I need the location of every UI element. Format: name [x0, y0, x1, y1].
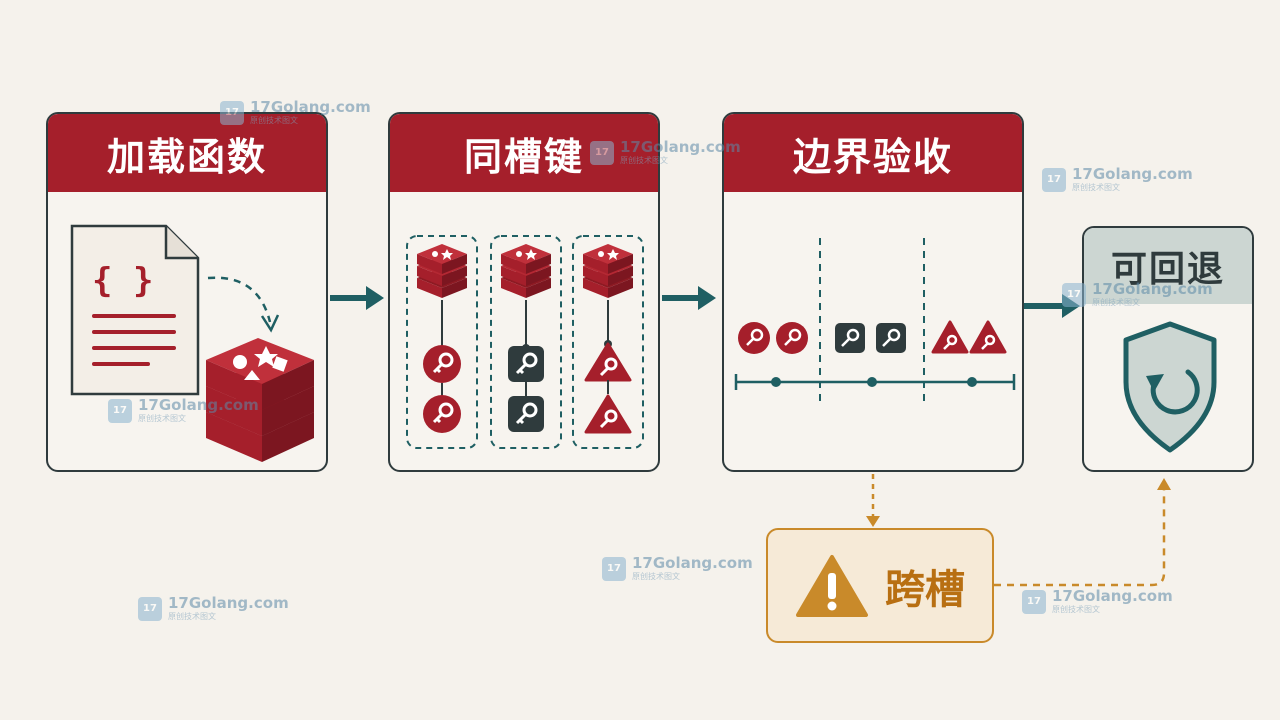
red-circle-key-icon: [423, 395, 461, 433]
stage-load-function-title: 加载函数: [48, 114, 326, 192]
slot-group-1: [406, 235, 478, 449]
dark-square-key-icon: [876, 323, 906, 353]
warning-icon: [796, 554, 868, 617]
red-circle-key-icon: [776, 322, 808, 354]
flow-arrow-1: [330, 286, 384, 310]
red-triangle-key-icon: [584, 394, 632, 434]
red-circle-key-icon: [423, 345, 461, 383]
boundary-illustration: [734, 238, 1016, 402]
shield-rollback-icon: [1123, 321, 1217, 453]
slot-group-3: [572, 235, 644, 449]
dark-square-key-icon: [508, 396, 544, 432]
load-function-illustration: { }: [70, 224, 314, 462]
slot-group-2: [490, 235, 562, 449]
stage-load-function: 加载函数 { }: [46, 112, 328, 472]
redis-stack-icon: [206, 338, 314, 462]
same-slot-illustration: [406, 235, 644, 449]
rollback-title: 可回退: [1084, 228, 1252, 304]
slot-timeline: [734, 374, 1016, 390]
dark-square-key-icon: [508, 346, 544, 382]
red-triangle-key-icon: [969, 320, 1007, 354]
red-circle-key-icon: [738, 322, 770, 354]
code-brace-glyph: { }: [92, 261, 153, 301]
cross-slot-warning: 跨槽: [766, 528, 994, 643]
cross-slot-label: 跨槽: [885, 566, 965, 613]
rollback-panel: 可回退: [1082, 226, 1254, 472]
flow-arrow-2: [662, 286, 716, 310]
load-arrow-icon: [207, 276, 272, 323]
stage-boundary-check-title: 边界验收: [724, 114, 1022, 192]
stage-boundary-check: 边界验收: [722, 112, 1024, 472]
dark-square-key-icon: [835, 323, 865, 353]
red-triangle-key-icon: [931, 320, 969, 354]
script-document-icon: { }: [70, 224, 200, 396]
